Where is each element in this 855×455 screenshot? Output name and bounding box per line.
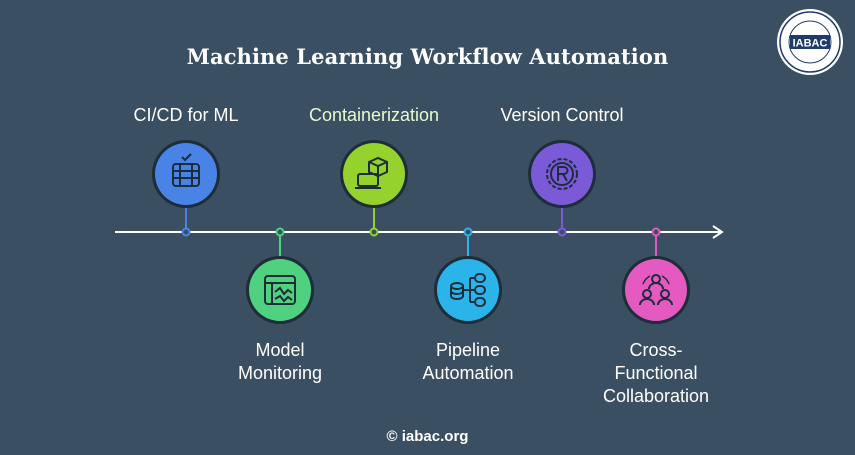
step-containerization	[340, 140, 408, 237]
step-pipeline-automation	[434, 227, 502, 324]
step-ci-cd-for-ml	[152, 140, 220, 237]
step-cross-functional-collaboration	[622, 227, 690, 324]
step-label: Pipeline Automation	[422, 340, 514, 383]
iabac-logo: IABAC	[777, 9, 843, 75]
step-label: Cross- Functional Collaboration	[602, 340, 710, 406]
registered-gear-icon	[546, 158, 578, 190]
footer-credit: © iabac.org	[386, 428, 469, 445]
step-label: Model Monitoring	[237, 340, 323, 383]
icon-circle	[249, 259, 311, 321]
icon-circle	[155, 143, 217, 205]
timeline-dot	[275, 227, 285, 237]
page-title: Machine Learning Workflow Automation	[186, 44, 669, 69]
timeline-dot	[181, 227, 191, 237]
timeline-dot	[557, 227, 567, 237]
server-check-icon	[172, 153, 200, 187]
step-version-control	[528, 140, 596, 237]
step-label: Containerization	[308, 105, 440, 125]
timeline-arrowhead	[712, 225, 724, 239]
logo-text: IABAC	[793, 38, 828, 50]
timeline-dot	[651, 227, 661, 237]
team-icon	[639, 274, 673, 306]
monitor-chart-icon	[264, 275, 296, 305]
icon-circle	[625, 259, 687, 321]
timeline-dot	[463, 227, 473, 237]
timeline-dot	[369, 227, 379, 237]
laptop-cube-icon	[355, 156, 388, 189]
step-model-monitoring	[246, 227, 314, 324]
database-flow-icon	[450, 273, 486, 307]
step-label: Version Control	[500, 105, 624, 125]
step-label: CI/CD for ML	[133, 105, 239, 125]
